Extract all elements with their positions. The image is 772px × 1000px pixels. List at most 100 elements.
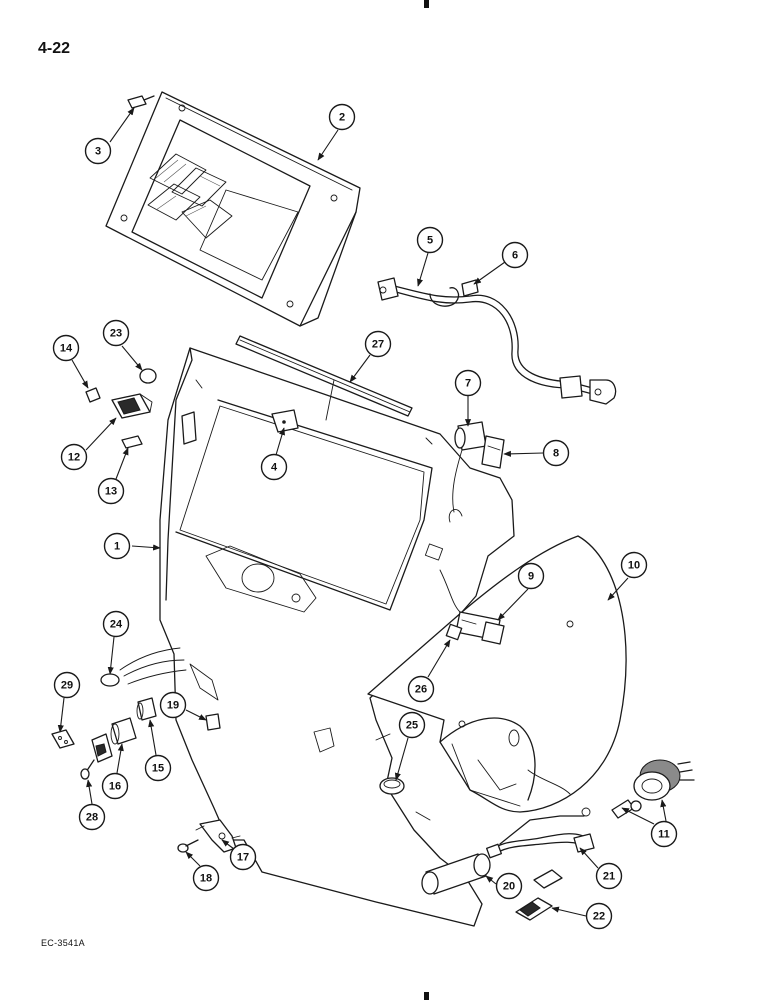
callout-number-15: 15 — [152, 763, 164, 775]
bulb-holder-part-7 — [452, 421, 487, 513]
callout-number-7: 7 — [465, 378, 471, 390]
callout-number-18: 18 — [200, 873, 212, 885]
instrument-cluster-part-2 — [105, 91, 361, 327]
callout-leader-20 — [485, 875, 497, 885]
callout-leader-8 — [503, 450, 544, 457]
callout-leader-2 — [317, 129, 339, 161]
shroud-part-10 — [367, 535, 627, 813]
callout-number-29: 29 — [61, 680, 73, 692]
callout-number-26: 26 — [415, 684, 427, 696]
callout-number-6: 6 — [512, 250, 518, 262]
callout-circle-7 — [454, 369, 482, 397]
plug-part-25 — [379, 777, 405, 795]
callout-circle-19 — [159, 691, 187, 719]
callout-circle-6 — [501, 241, 529, 269]
callout-circle-17 — [229, 843, 257, 871]
ring-part-24 — [100, 647, 187, 687]
panel-part-1 — [159, 347, 515, 927]
callout-circle-24 — [102, 610, 130, 638]
callout-leader-12 — [85, 417, 117, 451]
page-mark-bottom — [424, 992, 429, 1000]
callout-leader-25 — [394, 737, 409, 781]
callout-number-17: 17 — [237, 852, 249, 864]
callout-circle-1 — [103, 532, 131, 560]
callout-leader-28 — [86, 779, 93, 805]
callout-leader-26 — [427, 639, 451, 678]
switch-part-28 — [80, 733, 113, 780]
callout-circle-4 — [260, 453, 288, 481]
callout-leader-22 — [551, 906, 587, 917]
switch-part-9 — [439, 569, 505, 645]
callout-number-28: 28 — [86, 812, 98, 824]
callout-circle-22 — [585, 902, 613, 930]
callout-circle-5 — [416, 226, 444, 254]
callout-leader-29 — [57, 697, 65, 733]
cap-part-23 — [139, 368, 157, 384]
callout-circle-18 — [192, 864, 220, 892]
callout-leader-21 — [579, 847, 599, 869]
callout-number-23: 23 — [110, 328, 122, 340]
callout-leader-4 — [275, 427, 285, 456]
lens-part-14 — [85, 387, 101, 403]
callout-number-19: 19 — [167, 700, 179, 712]
callout-circle-15 — [144, 754, 172, 782]
harness-part-21 — [486, 807, 595, 859]
callout-number-22: 22 — [593, 911, 605, 923]
page-number: 4-22 — [38, 40, 71, 57]
callout-layer: 1234567891011121314151617181920212223242… — [52, 103, 678, 930]
callout-number-9: 9 — [528, 571, 534, 583]
callout-number-21: 21 — [603, 871, 615, 883]
plate-part-29 — [51, 729, 75, 749]
callout-circle-27 — [364, 330, 392, 358]
callout-circle-21 — [595, 862, 623, 890]
bracket-part-8 — [481, 435, 505, 469]
callout-leader-23 — [121, 345, 143, 371]
callout-number-16: 16 — [109, 781, 121, 793]
callout-circle-28 — [78, 803, 106, 831]
callout-number-27: 27 — [372, 339, 384, 351]
callout-number-3: 3 — [95, 146, 101, 158]
callout-circle-13 — [97, 477, 125, 505]
callout-leader-27 — [349, 354, 371, 383]
callout-leader-5 — [417, 252, 429, 287]
bulb-part-15 — [136, 697, 157, 721]
callout-number-20: 20 — [503, 881, 515, 893]
callout-number-10: 10 — [628, 560, 640, 572]
screw-part-3 — [127, 95, 155, 109]
callout-number-8: 8 — [553, 448, 559, 460]
callout-circle-10 — [620, 551, 648, 579]
bulb-part-13 — [121, 435, 143, 449]
callout-leader-18 — [185, 851, 201, 867]
callout-circle-14 — [52, 334, 80, 362]
callout-number-13: 13 — [105, 486, 117, 498]
callout-leader-17 — [221, 839, 235, 850]
callout-leader-6 — [473, 261, 506, 285]
callout-circle-9 — [517, 562, 545, 590]
socket-part-16 — [110, 717, 137, 745]
callout-leader-11-1 — [621, 807, 655, 825]
bulb-part-26 — [445, 623, 463, 641]
callout-leader-24 — [107, 636, 115, 675]
callout-leader-15 — [148, 719, 157, 756]
callout-circle-2 — [328, 103, 356, 131]
clip-part-4 — [271, 409, 299, 433]
callout-circle-3 — [84, 137, 112, 165]
screw-part-18 — [177, 839, 199, 853]
callout-leader-16 — [116, 743, 124, 774]
callout-leader-3 — [109, 107, 135, 143]
connector-part-22 — [515, 869, 563, 921]
callout-circle-26 — [407, 675, 435, 703]
key-switch-part-11 — [633, 759, 695, 801]
callout-leader-19 — [185, 709, 207, 721]
callout-circle-16 — [101, 772, 129, 800]
callout-circle-11 — [650, 820, 678, 848]
callout-leader-14 — [71, 359, 89, 389]
callout-number-2: 2 — [339, 112, 345, 124]
callout-circle-20 — [495, 872, 523, 900]
callout-circle-29 — [53, 671, 81, 699]
callout-circle-8 — [542, 439, 570, 467]
callout-number-14: 14 — [60, 343, 73, 355]
callout-circle-23 — [102, 319, 130, 347]
page-mark-top — [424, 0, 429, 8]
callout-leader-11-2 — [660, 799, 667, 822]
